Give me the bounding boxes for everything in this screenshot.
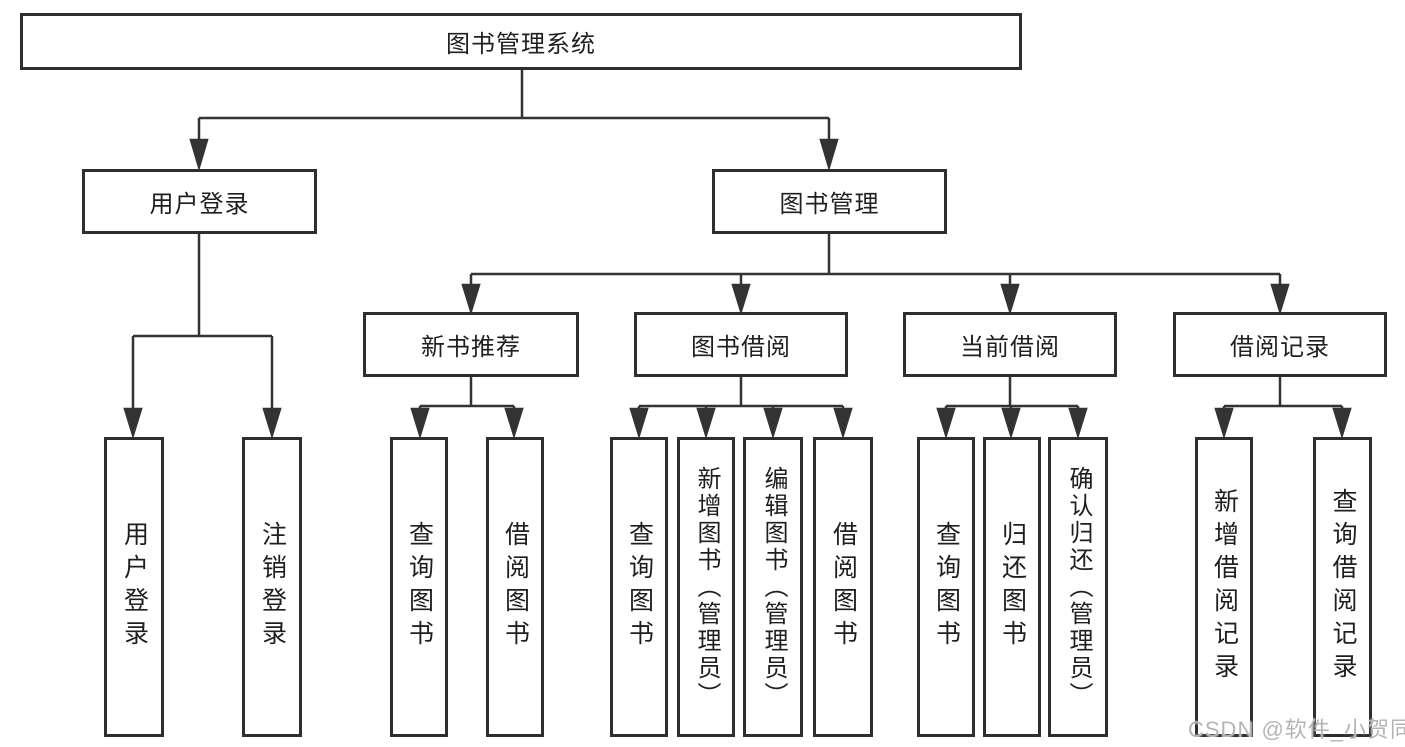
leaf-current-query-books-label: 查询图书 [932, 521, 961, 653]
node-book-borrowing: 图书借阅 [634, 312, 848, 377]
leaf-user-login-label: 用户登录 [120, 521, 149, 653]
node-current-borrowing: 当前借阅 [903, 312, 1117, 377]
leaf-add-borrow-record: 新增借阅记录 [1195, 437, 1253, 737]
node-new-book-recommend-label: 新书推荐 [421, 334, 521, 361]
leaf-borrowing-query-books: 查询图书 [610, 437, 668, 737]
watermark: CSDN @软件_小贺同学 [1188, 717, 1405, 742]
leaf-confirm-return-admin: 确认归还（管理员） [1048, 437, 1108, 737]
node-book-management: 图书管理 [712, 169, 947, 234]
leaf-user-login: 用户登录 [104, 437, 164, 737]
connector-new-book-recommend [410, 377, 524, 440]
node-user-login: 用户登录 [82, 169, 317, 234]
leaf-return-books-label: 归还图书 [998, 521, 1027, 653]
leaf-add-book-admin: 新增图书（管理员） [677, 437, 735, 737]
node-root: 图书管理系统 [20, 13, 1022, 70]
leaf-borrowing-query-books-label: 查询图书 [625, 521, 654, 653]
leaf-recommend-query-books: 查询图书 [390, 437, 448, 737]
leaf-recommend-query-books-label: 查询图书 [405, 521, 434, 653]
leaf-recommend-borrow-books-label: 借阅图书 [501, 521, 530, 653]
leaf-recommend-borrow-books: 借阅图书 [486, 437, 544, 737]
leaf-edit-book-admin: 编辑图书（管理员） [743, 437, 803, 737]
leaf-return-books: 归还图书 [983, 437, 1041, 737]
node-borrowing-records: 借阅记录 [1173, 312, 1387, 377]
node-current-borrowing-label: 当前借阅 [960, 334, 1060, 361]
leaf-query-borrow-record: 查询借阅记录 [1313, 437, 1372, 737]
leaf-borrowing-borrow-books: 借阅图书 [813, 437, 873, 737]
leaf-confirm-return-admin-label: 确认归还（管理员） [1065, 465, 1092, 709]
leaf-current-query-books: 查询图书 [917, 437, 975, 737]
leaf-add-borrow-record-label: 新增借阅记录 [1210, 488, 1239, 686]
leaf-add-book-admin-label: 新增图书（管理员） [693, 465, 720, 709]
node-book-management-label: 图书管理 [779, 191, 880, 218]
connector-user-login [123, 233, 282, 440]
connector-current-borrowing [936, 377, 1088, 440]
connector-root [189, 70, 839, 172]
node-book-borrowing-label: 图书借阅 [691, 334, 791, 361]
leaf-borrowing-borrow-books-label: 借阅图书 [829, 521, 858, 653]
connector-book-borrowing [629, 377, 853, 440]
node-user-login-label: 用户登录 [149, 191, 250, 218]
connector-borrowing-records [1214, 377, 1352, 440]
node-root-label: 图书管理系统 [446, 31, 596, 58]
leaf-edit-book-admin-label: 编辑图书（管理员） [760, 465, 787, 709]
node-borrowing-records-label: 借阅记录 [1230, 334, 1330, 361]
node-new-book-recommend: 新书推荐 [363, 312, 579, 377]
leaf-logout: 注销登录 [242, 437, 302, 737]
leaf-logout-label: 注销登录 [258, 521, 287, 653]
leaf-query-borrow-record-label: 查询借阅记录 [1329, 488, 1357, 686]
connector-book-management [461, 233, 1290, 316]
